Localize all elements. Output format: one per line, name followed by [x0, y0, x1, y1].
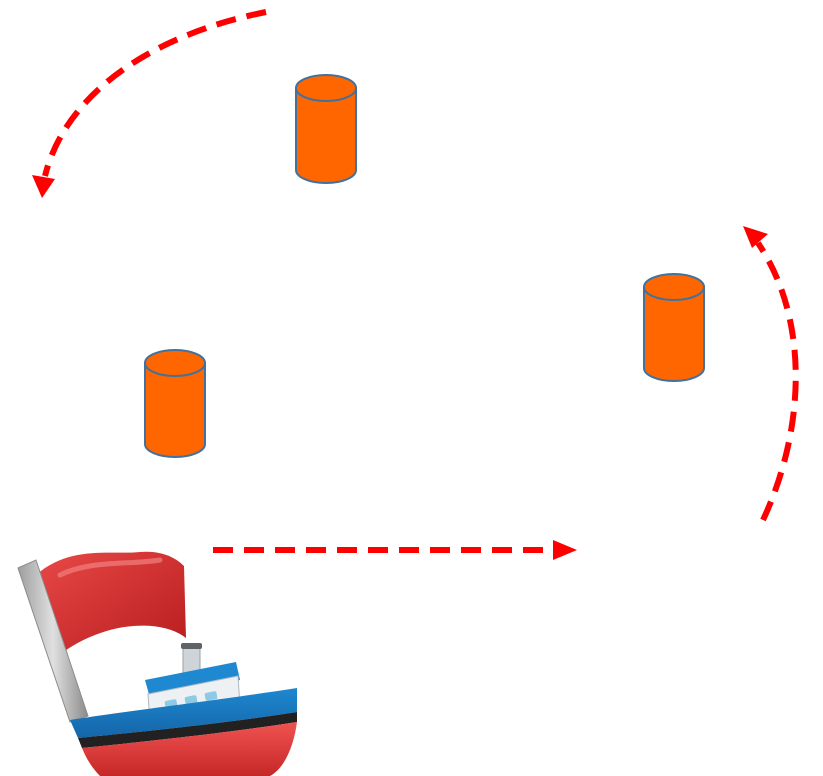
- curved-arrow-right-head: [743, 226, 768, 248]
- buoy-top: [296, 75, 356, 183]
- curved-arrow-right-line: [758, 243, 796, 520]
- buoy-body: [644, 287, 704, 381]
- curved-arrow-top-line: [45, 12, 266, 176]
- ship-with-red-flag-icon: [18, 552, 297, 776]
- buoy-body: [296, 88, 356, 183]
- buoy-cap: [296, 75, 356, 101]
- curved-arrow-top-head: [32, 175, 55, 198]
- buoy-cap: [145, 350, 205, 376]
- buoy-left: [145, 350, 205, 457]
- buoy-right: [644, 274, 704, 381]
- boat-chimney-top: [181, 643, 202, 649]
- curved-arrow-right: [743, 226, 796, 520]
- curved-arrow-top: [32, 12, 266, 198]
- straight-arrow-head: [553, 540, 577, 560]
- straight-arrow: [213, 540, 577, 560]
- buoy-body: [145, 363, 205, 457]
- buoy-cap: [644, 274, 704, 300]
